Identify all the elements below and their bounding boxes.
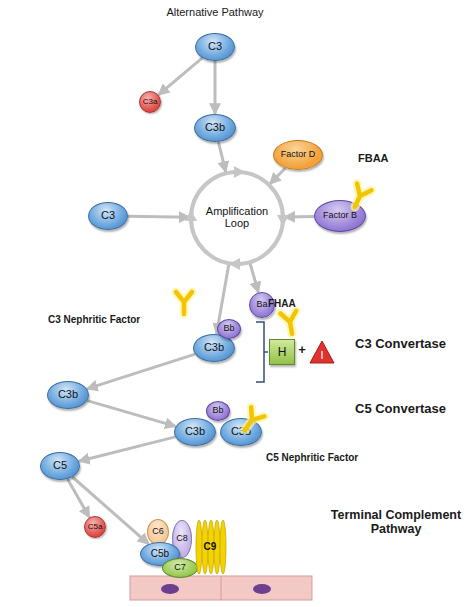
pore-ring: [220, 520, 226, 574]
node-text: C3b: [205, 122, 225, 134]
node-text: C5a: [88, 523, 103, 531]
node-text: C3a: [143, 98, 158, 106]
annotation-label: FHAA: [268, 298, 308, 310]
node-text: C3b: [204, 342, 224, 354]
node-text: H: [278, 346, 287, 359]
antibody-icon: [239, 407, 265, 434]
pore-protein: C9: [192, 518, 228, 576]
flow-arrow: [87, 354, 195, 389]
pore-ring: [196, 520, 202, 574]
fragment-circle: C5a: [84, 516, 106, 538]
node-text: C8: [176, 534, 188, 543]
node-text: C9: [204, 542, 217, 553]
factor-ellipse: Factor D: [273, 140, 323, 170]
node-text: C3: [101, 210, 115, 222]
cell-nucleus: [161, 584, 179, 594]
node-text: Ba: [256, 300, 267, 309]
regulator-square: H: [269, 339, 295, 365]
protein-ellipse: C3b: [220, 418, 262, 446]
annotation-label: +: [295, 343, 309, 358]
node-text: C5: [53, 460, 67, 472]
flow-arrow: [250, 264, 258, 293]
cell-border: [221, 576, 222, 600]
node-text: C6: [152, 527, 164, 536]
node-text: C7: [174, 563, 186, 572]
node-text: Factor B: [323, 211, 357, 220]
node-text: C3b: [185, 426, 205, 438]
node-text: C5b: [151, 549, 169, 560]
antibody-icon: [348, 184, 372, 211]
protein-ellipse: C3: [88, 202, 128, 230]
protein-ellipse: C3b: [194, 114, 236, 142]
annotation-label: C5 Nephritic Factor: [266, 452, 406, 464]
protein-ellipse: C3b: [47, 381, 89, 409]
annotation-label: C3 Convertase: [355, 337, 470, 352]
protein-ellipse: C5: [40, 452, 80, 480]
node-text: C3b: [231, 426, 251, 438]
bracket: [256, 322, 268, 382]
cell-nucleus: [253, 584, 271, 594]
triangle-fill: [310, 341, 334, 363]
flow-arrow: [270, 168, 286, 184]
cell-membrane: [130, 576, 312, 600]
flow-arrow: [214, 61, 217, 114]
regulator-triangle: I: [309, 340, 335, 364]
protein-ellipse: C3: [195, 33, 235, 61]
factor-ellipse: Bb: [206, 401, 230, 421]
node-text: Amplification Loop: [201, 206, 273, 229]
protein-ellipse: C7: [162, 558, 198, 578]
loop-arrowhead: [229, 258, 240, 270]
loop-arrowhead: [234, 166, 245, 178]
node-text: C3: [208, 41, 222, 53]
loop-ring: [191, 172, 283, 264]
flow-arrow: [68, 479, 90, 518]
node-text: C3b: [58, 389, 78, 401]
flow-arrow: [158, 58, 202, 95]
node-text: Factor D: [281, 150, 316, 159]
annotation-label: Terminal Complement Pathway: [320, 508, 472, 537]
antibody-icon: [176, 292, 192, 314]
flow-arrow: [128, 216, 190, 217]
loop-arrowhead: [185, 210, 197, 221]
flow-arrow: [284, 215, 314, 219]
flow-arrow: [79, 437, 176, 461]
loop-arrowhead: [277, 215, 289, 226]
protein-ellipse: C3b: [174, 418, 216, 446]
flow-arrow: [218, 142, 225, 172]
annotation-label: C3 Nephritic Factor: [48, 314, 183, 326]
factor-ellipse: Factor B: [314, 200, 366, 232]
amplification-loop: Amplification Loop: [182, 163, 292, 273]
diagram-title: Alternative Pathway: [130, 6, 300, 19]
fragment-circle: C3a: [139, 91, 161, 113]
annotation-label: FBAA: [358, 152, 408, 165]
factor-ellipse: Bb: [217, 319, 241, 339]
node-text: Bb: [212, 406, 223, 415]
node-text: I: [320, 350, 323, 362]
antibody-icon: [280, 311, 300, 335]
flow-arrow: [87, 401, 176, 427]
annotation-label: C5 Convertase: [355, 402, 470, 417]
node-text: Bb: [223, 324, 234, 333]
